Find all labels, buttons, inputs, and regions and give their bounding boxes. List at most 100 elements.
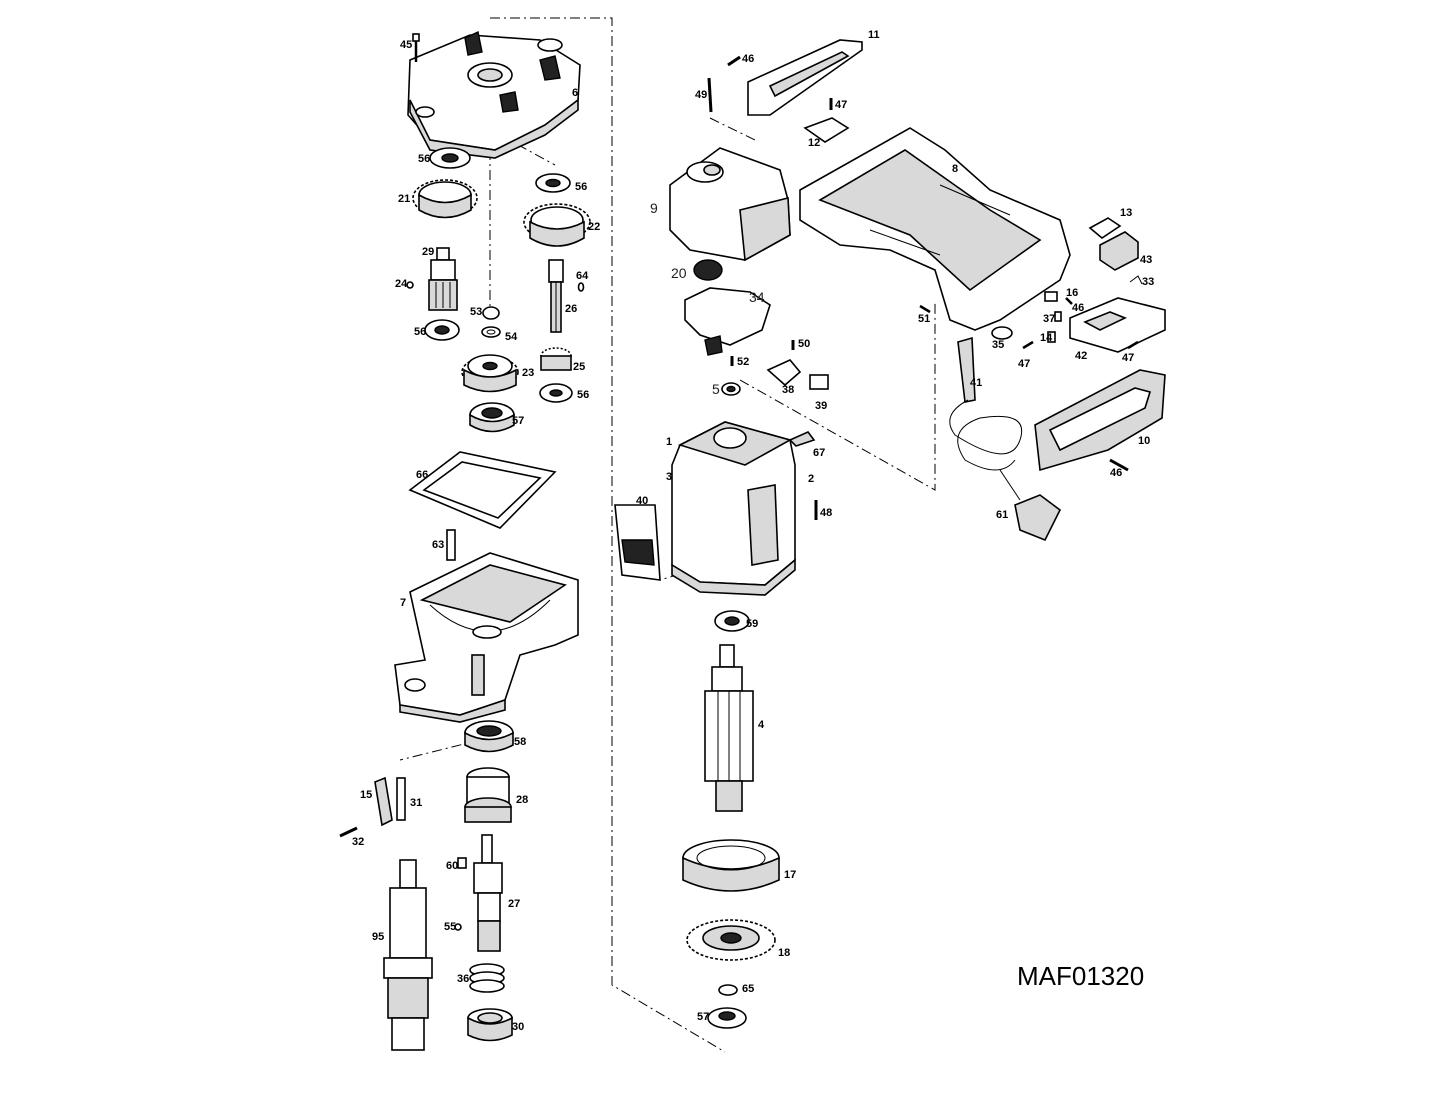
- label-49: 49: [695, 89, 707, 101]
- brush-holder-38: [766, 359, 802, 387]
- label-30: 30: [512, 1021, 524, 1033]
- pin-63: [446, 529, 456, 561]
- label-13: 13: [1120, 207, 1132, 219]
- pin-31: [396, 777, 406, 821]
- label-5: 5: [712, 381, 720, 397]
- label-18: 18: [778, 947, 790, 959]
- label-10: 10: [1138, 435, 1150, 447]
- label-46b: 46: [1072, 302, 1084, 314]
- bearing-59: [714, 610, 750, 632]
- washer-54: [481, 326, 501, 338]
- label-6: 6: [572, 87, 578, 99]
- side-handle-10: [1034, 369, 1166, 472]
- screw-46a: [727, 55, 741, 67]
- screw-46c: [1109, 458, 1129, 472]
- label-52: 52: [737, 356, 749, 368]
- pinion-shaft-29: [428, 247, 458, 311]
- label-46a: 46: [742, 53, 754, 65]
- label-56a: 56: [418, 153, 430, 165]
- label-95: 95: [372, 931, 384, 943]
- label-63: 63: [432, 539, 444, 551]
- key-24: [406, 281, 414, 289]
- label-3: 3: [666, 471, 672, 483]
- ring-30: [467, 1008, 513, 1042]
- lock-15: [374, 776, 393, 827]
- bearing-56a: [429, 147, 471, 169]
- label-27: 27: [508, 898, 520, 910]
- key-64: [577, 282, 585, 292]
- gasket-66: [408, 451, 557, 529]
- label-12: 12: [808, 137, 820, 149]
- electronics-34: [684, 287, 771, 356]
- part-16: [1044, 291, 1058, 302]
- gear-21: [412, 179, 478, 219]
- label-57b: 57: [697, 1011, 709, 1023]
- label-66: 66: [416, 469, 428, 481]
- label-4: 4: [758, 719, 765, 731]
- label-33: 33: [1142, 276, 1154, 288]
- part-14: [1047, 331, 1056, 343]
- spindle-27: [473, 834, 503, 952]
- label-64: 64: [576, 270, 589, 282]
- motor-housing-1: [671, 421, 796, 596]
- motor-cover-9: [669, 147, 791, 262]
- switch-13: [1088, 217, 1122, 239]
- label-38: 38: [782, 384, 794, 396]
- sleeve-28: [464, 767, 512, 823]
- gear-head-cover: [407, 30, 581, 159]
- bearing-56d: [539, 383, 573, 403]
- label-55: 55: [444, 921, 456, 933]
- label-26: 26: [565, 303, 577, 315]
- label-48: 48: [820, 507, 832, 519]
- label-29: 29: [422, 246, 434, 258]
- label-50: 50: [798, 338, 810, 350]
- label-34: 34: [749, 289, 765, 305]
- label-17: 17: [784, 869, 796, 881]
- label-16: 16: [1066, 287, 1078, 299]
- ball-55: [454, 923, 462, 931]
- label-53: 53: [470, 306, 482, 318]
- label-37: 37: [1043, 313, 1055, 325]
- label-59: 59: [746, 618, 758, 630]
- label-47a: 47: [835, 99, 847, 111]
- screw-47c: [1127, 340, 1139, 350]
- clamp-35: [991, 326, 1013, 340]
- clamp-12: [803, 117, 850, 143]
- screw-47b: [1022, 340, 1034, 350]
- label-9: 9: [650, 200, 658, 216]
- label-7: 7: [400, 597, 406, 609]
- label-40: 40: [636, 495, 648, 507]
- gear-22: [523, 203, 591, 247]
- screw-45: [412, 33, 420, 62]
- label-31: 31: [410, 797, 422, 809]
- label-58: 58: [514, 736, 526, 748]
- washer-65: [718, 984, 738, 996]
- carbon-brush-39: [809, 374, 829, 390]
- bearing-58: [464, 720, 514, 753]
- screw-49: [707, 77, 713, 113]
- label-21: 21: [398, 193, 410, 205]
- label-25: 25: [573, 361, 585, 373]
- washer-5: [721, 382, 741, 396]
- label-35: 35: [992, 339, 1004, 351]
- label-22: 22: [588, 221, 600, 233]
- handle-frame-8: [799, 127, 1071, 331]
- switch-block-42: [1069, 297, 1166, 353]
- label-1: 1: [666, 436, 672, 448]
- label-45: 45: [400, 39, 412, 51]
- key-60: [457, 857, 467, 869]
- label-14: 14: [1040, 332, 1053, 344]
- gear-23: [461, 354, 519, 393]
- label-56b: 56: [575, 181, 587, 193]
- label-43: 43: [1140, 254, 1152, 266]
- label-54: 54: [505, 331, 518, 343]
- screw-46b: [1065, 297, 1073, 305]
- label-57a: 57: [512, 415, 524, 427]
- bearing-57a: [469, 402, 515, 433]
- label-56c: 56: [414, 326, 426, 338]
- drill-bit-95: [383, 859, 433, 1051]
- label-56d: 56: [577, 389, 589, 401]
- label-32: 32: [352, 836, 364, 848]
- label-51: 51: [918, 313, 930, 325]
